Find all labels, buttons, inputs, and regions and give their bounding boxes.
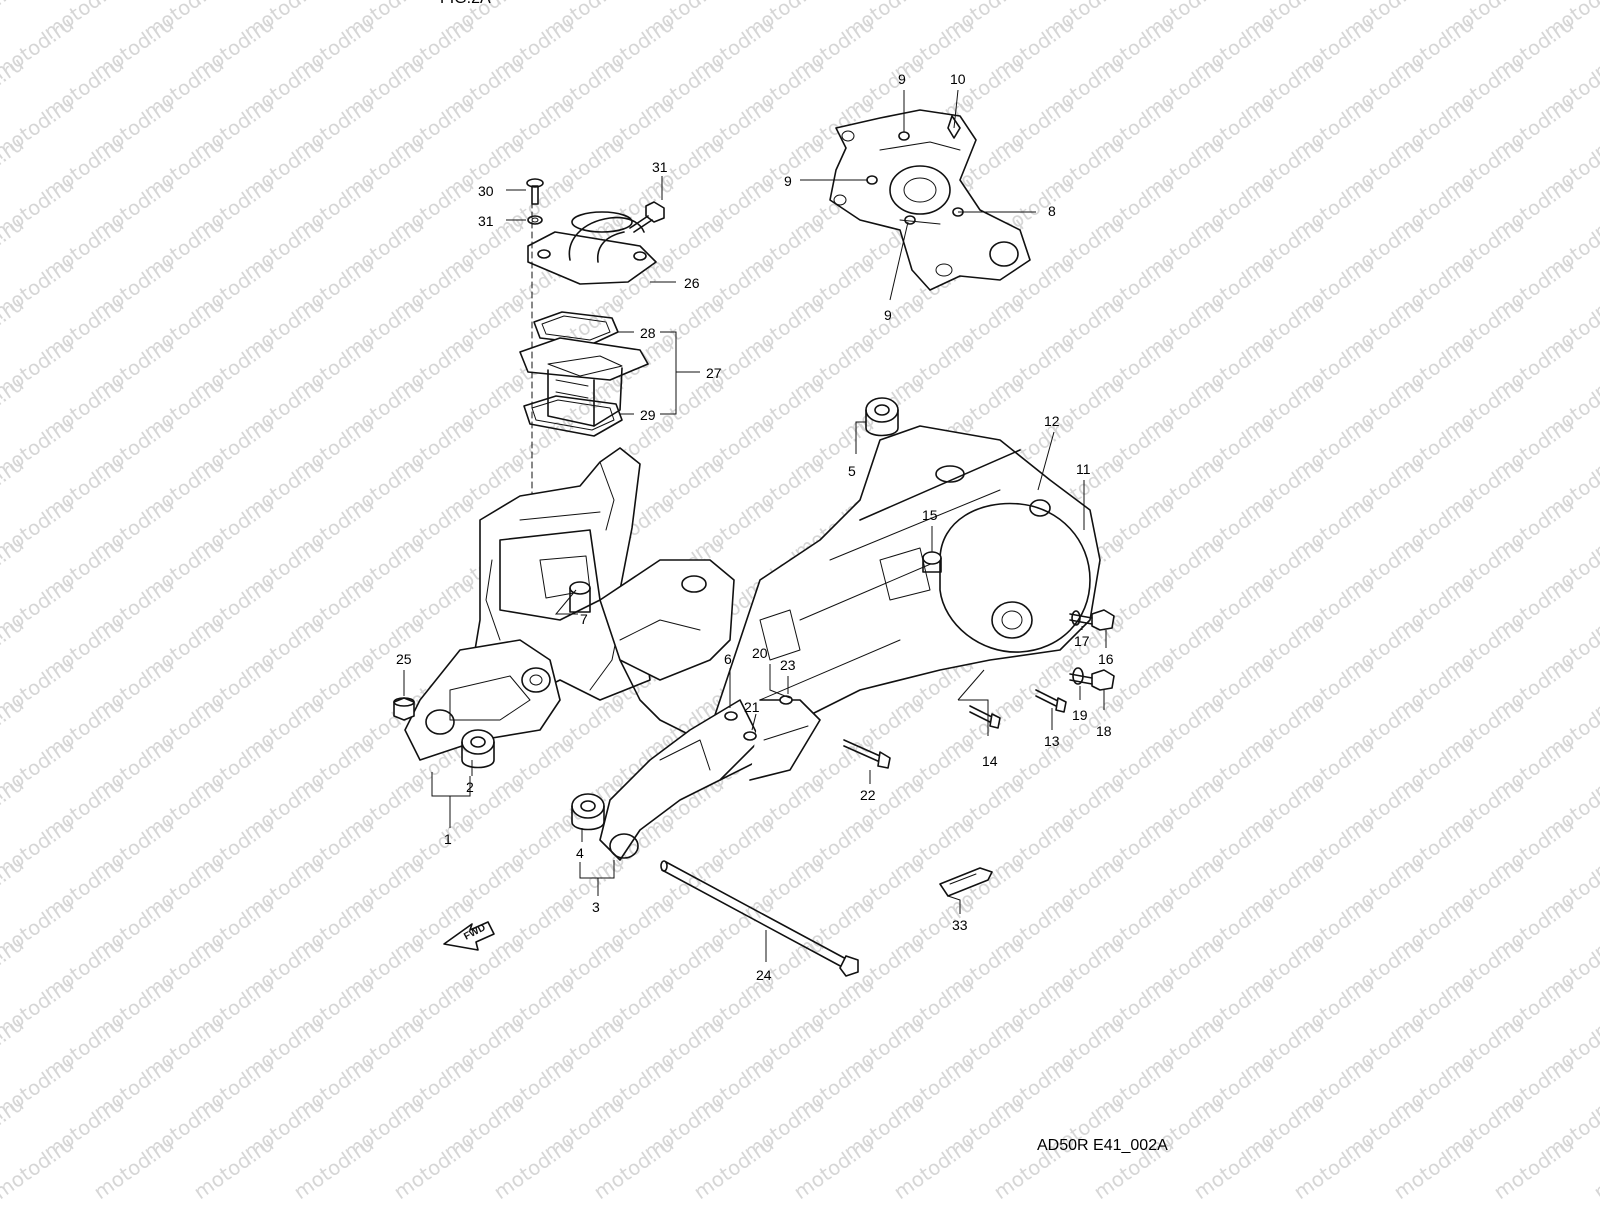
callout-8: 8: [1048, 203, 1056, 219]
callout-33: 33: [952, 917, 968, 933]
bolt-16: [1069, 609, 1115, 631]
callout-14: 14: [982, 753, 998, 769]
reed-valve: [519, 337, 649, 427]
right-crankcase: [699, 425, 1101, 781]
lower-swing-arm: [599, 699, 821, 861]
watermark-text: motod.ru: [389, 1132, 478, 1200]
callout-13: 13: [1044, 733, 1060, 749]
reed-gasket-lower: [523, 395, 623, 437]
bolt-30: [526, 178, 544, 205]
callout-17: 17: [1074, 633, 1090, 649]
watermark-text: motod.ru: [289, 1132, 378, 1200]
center-frame: [599, 559, 735, 741]
callout-6: 6: [724, 651, 732, 667]
watermark-text: motod.ru: [789, 1132, 878, 1200]
watermark-text: motod.ru: [189, 1132, 278, 1200]
forward-arrow: FWD: [443, 921, 495, 951]
watermark-text: motod.ru: [889, 1132, 978, 1200]
callout-31-right: 31: [652, 159, 668, 175]
callout-25: 25: [396, 651, 412, 667]
callout-9-top: 9: [898, 71, 906, 87]
bolt-22: [843, 739, 891, 769]
watermark-text: motod.ru: [1589, 1132, 1600, 1200]
callout-30: 30: [478, 183, 494, 199]
callout-28: 28: [640, 325, 656, 341]
callout-29: 29: [640, 407, 656, 423]
callout-19: 19: [1072, 707, 1088, 723]
watermark-text: motod.ru: [489, 1132, 578, 1200]
callout-11: 11: [1076, 461, 1091, 477]
watermark-text: motod.ru: [1289, 1132, 1378, 1200]
header-fragment: FIG.2A: [440, 0, 491, 8]
callout-9-bottom: 9: [884, 307, 892, 323]
bolt-31: [629, 201, 665, 233]
bolt-13: [1035, 689, 1067, 713]
bushing-4: [571, 793, 605, 831]
watermark-text: motod.ru: [0, 0, 28, 44]
callout-5: 5: [848, 463, 856, 479]
watermark-text: motod.ru: [589, 1132, 678, 1200]
watermark-text: motod.ru: [0, 1132, 78, 1200]
callout-21: 21: [744, 699, 760, 715]
callout-22: 22: [860, 787, 876, 803]
watermark-text: motod.ru: [1489, 1132, 1578, 1200]
callout-3: 3: [592, 899, 600, 915]
callout-2: 2: [466, 779, 474, 795]
watermark-text: motod.ru: [1389, 1132, 1478, 1200]
callout-layer: 1 2 3 4 5 6 7 8 9 9 9 10: [396, 71, 1114, 983]
callout-12: 12: [1044, 413, 1060, 429]
callout-4: 4: [576, 845, 584, 861]
callout-31-left: 31: [478, 213, 494, 229]
callout-10: 10: [950, 71, 966, 87]
callout-23: 23: [780, 657, 796, 673]
bushing-5: [865, 397, 899, 437]
callout-24: 24: [756, 967, 772, 983]
callout-20: 20: [752, 645, 768, 661]
watermark-text: motod.ru: [89, 1132, 178, 1200]
watermark-text: motod.ru: [1189, 1132, 1278, 1200]
callout-15: 15: [922, 507, 938, 523]
crankcase-drawing: FWD: [393, 109, 1115, 977]
callout-18: 18: [1096, 723, 1112, 739]
callout-1: 1: [444, 831, 452, 847]
intake-manifold: [527, 211, 657, 285]
long-bolt-24: [660, 860, 859, 977]
callout-7: 7: [580, 611, 588, 627]
bolt-14: [969, 705, 1001, 729]
callout-16: 16: [1098, 651, 1114, 667]
diagram-code: AD50R E41_002A: [1037, 1137, 1168, 1154]
bolt-18: [1069, 667, 1115, 691]
callout-27: 27: [706, 365, 722, 381]
watermark-text: motod.ru: [689, 1132, 778, 1200]
clamp-33: [939, 867, 993, 897]
callout-26: 26: [684, 275, 700, 291]
washer-31: [527, 215, 543, 225]
bushing-2: [461, 729, 495, 769]
collar-25: [393, 697, 415, 721]
callout-9-left: 9: [784, 173, 792, 189]
